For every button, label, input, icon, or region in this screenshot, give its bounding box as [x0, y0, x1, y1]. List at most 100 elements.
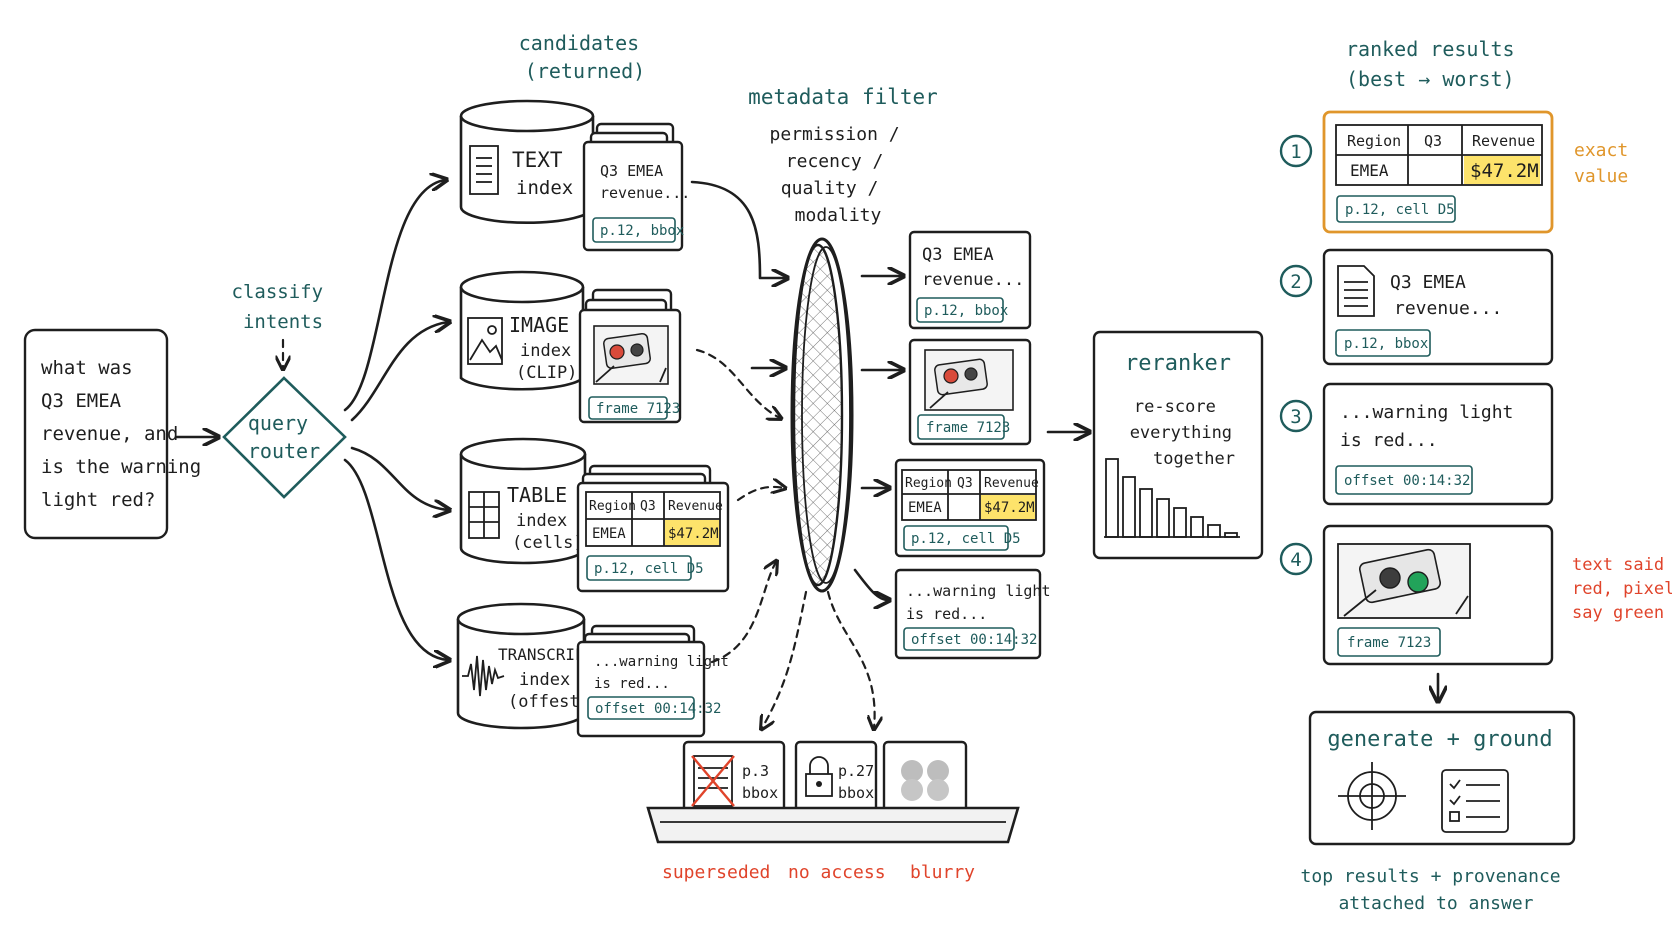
table-grid-icon [468, 491, 500, 539]
filtered-tag: offset 00:14:32 [911, 632, 1037, 648]
candidate-tag: offset 00:14:32 [595, 701, 721, 717]
index-sub: index [520, 341, 571, 361]
reranker-title: reranker [1125, 351, 1231, 376]
checklist-icon [1441, 769, 1509, 833]
score-bar [1156, 498, 1170, 538]
svg-text:...warning light is red.: ...warning light is red... [594, 654, 737, 692]
rank-badge [1279, 264, 1313, 298]
candidate-tag: p.12, bbox [600, 223, 684, 239]
router-annotation: classify intents [232, 281, 335, 333]
reject-reason: superseded [662, 862, 770, 883]
filtered-text-card: Q3 EMEA revenue... p.12, bbox [908, 230, 1032, 330]
result-tag: frame 7123 [1347, 635, 1431, 651]
candidate-tag: p.12, cell D5 [594, 561, 704, 577]
table-header: Region Q3 Revenue [589, 499, 723, 514]
filter-criteria: permission / recency / quality / modalit… [770, 124, 911, 226]
index-title: TRANSCRIPT [498, 645, 595, 664]
ranked-result-3: 3 ...warning light is red... offset 00:1… [1279, 382, 1554, 506]
generate-caption: top results + provenance attached to ans… [1301, 866, 1572, 914]
candidate-to-filter-arrow [736, 487, 784, 502]
result-tag: p.12, bbox [1344, 336, 1428, 352]
candidate-tag: frame 7123 [596, 401, 680, 417]
route-arrow-table [350, 446, 448, 510]
index-sub: index [516, 177, 573, 199]
highlight-value: $47.2M [1470, 160, 1539, 182]
rejected-tray: p.3 bbox p.27 bbox [646, 740, 1020, 883]
query-box: what was Q3 EMEA revenue, and is the war… [23, 328, 213, 540]
ranked-header: ranked results (best → worst) [1346, 37, 1527, 91]
lock-icon [805, 756, 833, 797]
filtered-table-card: Region Q3 Revenue EMEA $47.2M p.12, cell… [894, 458, 1046, 558]
candidate-to-filter-arrow [710, 562, 776, 664]
filtered-transcript-card: ...warning light is red... offset 00:14:… [894, 568, 1051, 660]
svg-text:Q3 EMEA revenue...: Q3 EMEA revenue... [1390, 272, 1502, 319]
reject-arrow [826, 590, 875, 728]
index-title: TABLE [507, 483, 567, 507]
table-row: EMEA [1350, 161, 1389, 180]
svg-text:2: 2 [1290, 271, 1301, 293]
rejected-card-blurry [882, 740, 968, 818]
route-arrow-image [350, 322, 448, 422]
table-row: EMEA $47.2M [592, 526, 719, 542]
index-sub: (cells) [512, 533, 584, 553]
table-row: EMEA $47.2M [908, 500, 1035, 516]
filter-title: metadata filter [748, 85, 938, 109]
cross-icon [691, 755, 735, 807]
index-sub: index [516, 511, 567, 531]
svg-text:...warning light is red.: ...warning light is red... [1340, 402, 1524, 451]
candidate-transcript-card: ...warning light is red... offset 00:14:… [576, 624, 737, 738]
image-icon [467, 317, 503, 365]
reject-arrow [762, 590, 808, 728]
candidate-to-filter-arrow [695, 348, 780, 418]
image-index: IMAGE index (CLIP) [459, 270, 585, 391]
index-sub: (CLIP) [516, 363, 577, 383]
reject-reason: no access [788, 862, 886, 883]
reranker-desc: re-score everything together [1130, 397, 1243, 469]
filtered-image-card: frame 7123 [908, 338, 1032, 446]
score-bar [1207, 524, 1221, 538]
score-bar [1173, 507, 1187, 538]
svg-text:p.3 bbox: p.3 bbox [742, 762, 778, 802]
table-header: Region Q3 Revenue [905, 476, 1039, 491]
ranked-result-1: 1 Region Q3 Revenue EMEA $47.2M p.12, ce… [1279, 110, 1628, 234]
score-bar [1122, 476, 1136, 538]
result-tag: p.12, cell D5 [1345, 202, 1455, 218]
rejected-card-no-access: p.27 bbox [794, 740, 883, 818]
index-sub: index [519, 670, 570, 690]
table-header: Region Q3 Revenue [1347, 132, 1535, 150]
index-title: TEXT [512, 148, 563, 172]
table-index: TABLE index (cells) [459, 437, 587, 565]
svg-text:4: 4 [1290, 549, 1301, 571]
text-index: TEXT index [459, 99, 595, 224]
reject-reason: blurry [910, 862, 975, 883]
reranker-box: reranker re-score everything together [1092, 330, 1264, 560]
filtered-tag: p.12, bbox [924, 303, 1008, 319]
filtered-tag: frame 7123 [926, 420, 1010, 436]
svg-text:p.27 bbox: p.27 bbox [838, 762, 883, 802]
rejected-card-superseded: p.3 bbox [682, 740, 786, 818]
generate-box: generate + ground [1308, 710, 1576, 846]
candidate-image-card: frame 7123 [578, 288, 682, 424]
score-bar [1139, 488, 1153, 538]
result-tag: offset 00:14:32 [1344, 473, 1470, 489]
candidate-text-card: Q3 EMEA revenue... p.12, bbox [582, 122, 690, 252]
svg-text:1: 1 [1290, 141, 1301, 163]
candidates-header: candidates (returned) [519, 31, 651, 83]
blurry-image-icon [901, 760, 949, 801]
query-text: what was Q3 EMEA revenue, and is the war… [41, 357, 213, 511]
document-icon [469, 145, 499, 195]
svg-text:3: 3 [1290, 406, 1301, 428]
score-bar [1190, 516, 1204, 538]
crosshair-icon [1338, 762, 1406, 830]
dashboard-photo-icon [924, 349, 1014, 411]
score-bar [1105, 458, 1119, 538]
mesh-filter-icon [790, 237, 854, 593]
filter-to-output-arrow [853, 568, 888, 600]
rank-badge [1279, 134, 1313, 168]
svg-text:Q3 EMEA revenue...: Q3 EMEA revenue... [922, 245, 1024, 290]
rank-badge [1279, 399, 1313, 433]
waveform-icon [462, 655, 505, 697]
